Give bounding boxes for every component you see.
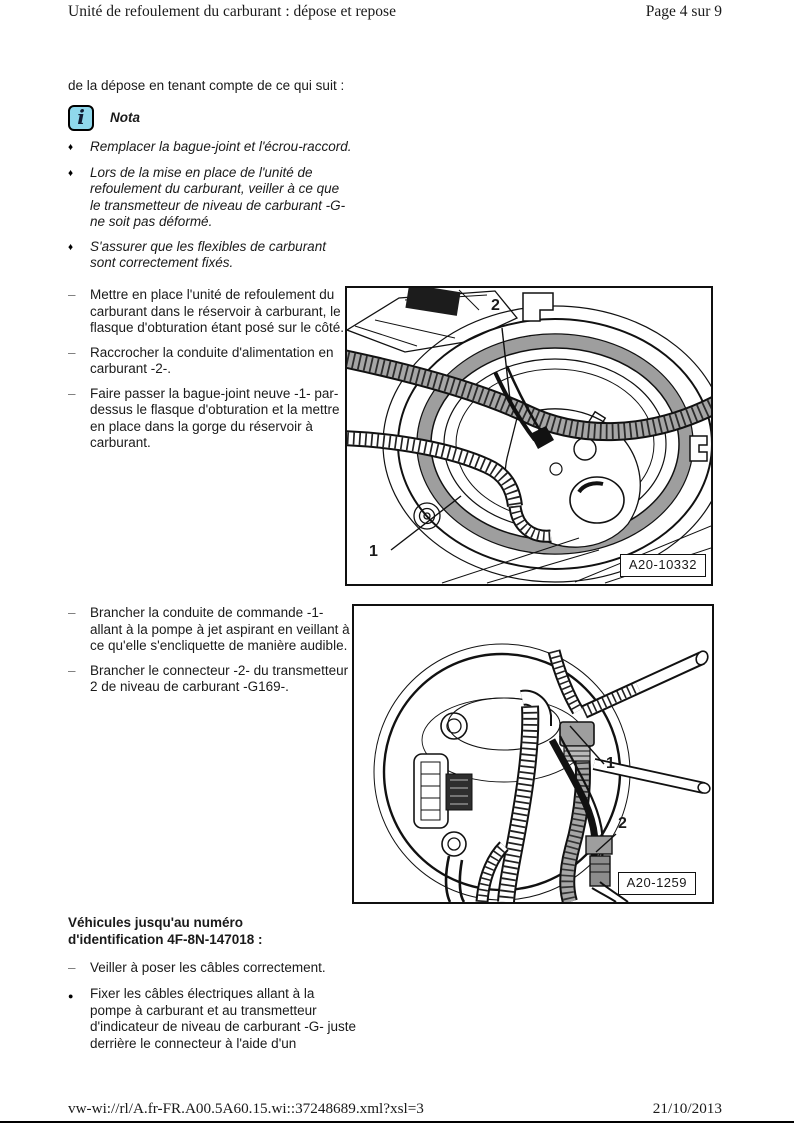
figure-delivery-unit: 1 2 A20-1259 [352, 604, 714, 904]
step-text: Fixer les câbles électriques allant à la… [90, 986, 356, 1051]
tank-opening-illustration [347, 288, 711, 584]
dash-bullet-icon: – [68, 385, 76, 401]
nota-header: i Nota [68, 105, 368, 131]
list-item: ♦ S'assurer que les flexibles de carbura… [68, 239, 368, 272]
note-text: Remplacer la bague-joint et l'écrou-racc… [90, 139, 352, 154]
figure-callout: 1 [606, 755, 615, 772]
nota-list: ♦ Remplacer la bague-joint et l'écrou-ra… [68, 139, 368, 280]
note-text: Lors de la mise en place de l'unité de r… [90, 164, 346, 230]
figure-callout: 1 [369, 543, 378, 560]
figure-callout: 2 [618, 815, 627, 832]
list-item: – Veiller à poser les câbles correctemen… [68, 960, 368, 977]
step-text: Raccrocher la conduite d'alimentation en… [90, 344, 334, 377]
dash-bullet-icon: – [68, 344, 76, 360]
figure-tank-opening: 2 1 A20-10332 [345, 286, 713, 586]
procedure-steps-2: – Brancher la conduite de commande -1- a… [68, 605, 368, 704]
circle-bullet-icon: ● [68, 991, 74, 1001]
section-dash-list: – Veiller à poser les câbles correctemen… [68, 960, 368, 985]
nota-label: Nota [110, 109, 140, 125]
bottom-rule [0, 1121, 794, 1123]
step-text: Brancher le connecteur -2- du transmette… [90, 662, 349, 695]
section-heading: Véhicules jusqu'au numéro d'identificati… [68, 915, 263, 947]
figure-reference-label: A20-1259 [617, 871, 696, 895]
dash-bullet-icon: – [68, 605, 76, 620]
info-icon: i [68, 105, 94, 131]
dash-bullet-icon: – [68, 960, 76, 975]
step-text: Veiller à poser les câbles correctement. [90, 960, 326, 975]
section-bullet-list: ● Fixer les câbles électriques allant à … [68, 986, 368, 1060]
header-title: Unité de refoulement du carburant : dépo… [68, 3, 396, 20]
list-item: ● Fixer les câbles électriques allant à … [68, 986, 368, 1052]
step-text: Brancher la conduite de commande -1- all… [90, 605, 350, 653]
diamond-bullet-icon: ♦ [68, 241, 74, 253]
dash-bullet-icon: – [68, 662, 76, 678]
figure-callout: 2 [491, 297, 500, 314]
list-item: ♦ Remplacer la bague-joint et l'écrou-ra… [68, 139, 368, 157]
list-item: – Mettre en place l'unité de refoulement… [68, 287, 368, 337]
page-header: Unité de refoulement du carburant : dépo… [68, 3, 722, 21]
figure-reference-label: A20-10332 [619, 553, 706, 577]
procedure-steps-1: – Mettre en place l'unité de refoulement… [68, 287, 368, 460]
diamond-bullet-icon: ♦ [68, 142, 74, 153]
dash-bullet-icon: – [68, 287, 76, 302]
list-item: – Raccrocher la conduite d'alimentation … [68, 345, 368, 378]
step-text: Faire passer la bague-joint neuve -1- pa… [90, 385, 340, 451]
step-text: Mettre en place l'unité de refoulement d… [90, 287, 344, 335]
list-item: – Faire passer la bague-joint neuve -1- … [68, 386, 368, 452]
list-item: – Brancher la conduite de commande -1- a… [68, 605, 368, 655]
list-item: ♦ Lors de la mise en place de l'unité de… [68, 165, 368, 231]
diamond-bullet-icon: ♦ [68, 167, 74, 179]
footer-source-url: vw-wi://rl/A.fr-FR.A00.5A60.15.wi::37248… [68, 1099, 424, 1117]
intro-text: de la dépose en tenant compte de ce qui … [68, 78, 345, 93]
footer-date: 21/10/2013 [652, 1099, 722, 1117]
header-page-number: Page 4 sur 9 [645, 3, 722, 20]
delivery-unit-illustration [373, 643, 711, 902]
list-item: – Brancher le connecteur -2- du transmet… [68, 663, 368, 696]
page-footer: vw-wi://rl/A.fr-FR.A00.5A60.15.wi::37248… [68, 1099, 722, 1118]
note-text: S'assurer que les flexibles de carburant… [90, 238, 326, 271]
